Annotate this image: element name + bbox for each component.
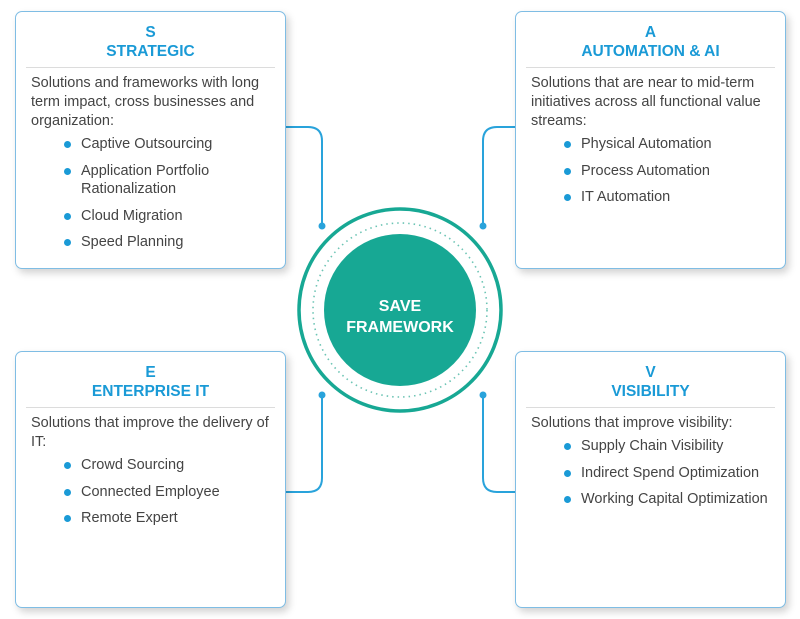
card-item-list: Physical Automation Process Automation I… (516, 135, 785, 207)
card-enterprise-it: E ENTERPRISE IT Solutions that improve t… (15, 351, 286, 608)
card-title: STRATEGIC (106, 43, 195, 60)
bullet-icon (64, 515, 71, 522)
card-letter: V (645, 364, 656, 381)
list-item: Application Portfolio Rationalization (64, 162, 285, 199)
list-item-label: Application Portfolio Rationalization (81, 162, 210, 198)
bullet-icon (564, 194, 571, 201)
list-item-label: Indirect Spend Optimization (581, 464, 760, 481)
card-description: Solutions and frameworks with long term … (31, 75, 260, 129)
card-strategic: S STRATEGIC Solutions and frameworks wit… (15, 11, 286, 269)
bullet-icon (64, 141, 71, 148)
bullet-icon (64, 212, 71, 220)
bullet-icon (564, 443, 571, 450)
list-item-label: Remote Expert (81, 510, 178, 526)
connector-strategic (286, 126, 323, 226)
bullet-icon (564, 167, 571, 175)
list-item-label: Crowd Sourcing (81, 457, 185, 473)
card-header: E ENTERPRISE IT (26, 352, 275, 408)
bullet-icon (64, 488, 71, 496)
bullet-icon (64, 239, 71, 246)
card-automation: A AUTOMATION & AI Solutions that are nea… (515, 11, 786, 269)
connector-dot-enterprise (318, 391, 326, 399)
list-item-label: Supply Chain Visibility (581, 438, 724, 454)
list-item-label: Process Automation (581, 162, 710, 179)
center-label: SAVE FRAMEWORK (325, 249, 475, 384)
list-item-label: IT Automation (581, 189, 671, 205)
list-item: Captive Outsourcing (64, 135, 285, 154)
bullet-icon (564, 141, 571, 148)
bullet-icon (564, 469, 571, 477)
connector-automation (482, 126, 515, 226)
bullet-icon (564, 496, 571, 503)
list-item-label: Speed Planning (81, 234, 184, 250)
list-item: IT Automation (564, 188, 785, 207)
connector-dot-visibility (479, 391, 487, 399)
connector-dot-automation (479, 222, 487, 230)
list-item: Speed Planning (64, 233, 285, 252)
list-item: Connected Employee (64, 483, 285, 502)
list-item-label: Captive Outsourcing (81, 136, 213, 152)
center-label-line2: FRAMEWORK (346, 318, 454, 336)
bullet-icon (64, 462, 71, 469)
dotted-ring (312, 222, 488, 398)
list-item: Remote Expert (64, 509, 285, 528)
list-item-label: Physical Automation (581, 136, 712, 152)
list-item: Working Capital Optimization (564, 490, 785, 509)
card-header: V VISIBILITY (526, 352, 775, 408)
bullet-icon (64, 167, 71, 175)
card-description: Solutions that improve visibility: (531, 415, 733, 431)
card-title: VISIBILITY (611, 383, 690, 400)
list-item: Process Automation (564, 162, 785, 181)
card-item-list: Crowd Sourcing Connected Employee Remote… (16, 456, 285, 528)
connector-enterprise (286, 395, 323, 493)
card-visibility: V VISIBILITY Solutions that improve visi… (515, 351, 786, 608)
list-item: Indirect Spend Optimization (564, 464, 785, 483)
card-letter: E (145, 364, 156, 381)
list-item-label: Cloud Migration (81, 207, 183, 224)
list-item-label: Working Capital Optimization (581, 491, 768, 507)
center-label-line1: SAVE (378, 297, 422, 315)
card-title: AUTOMATION & AI (581, 43, 720, 60)
list-item: Cloud Migration (64, 207, 285, 226)
card-header: A AUTOMATION & AI (526, 12, 775, 68)
card-letter: A (644, 24, 657, 41)
card-letter: S (145, 24, 156, 41)
list-item-label: Connected Employee (81, 483, 220, 500)
card-item-list: Captive Outsourcing Application Portfoli… (16, 135, 285, 252)
card-item-list: Supply Chain Visibility Indirect Spend O… (516, 437, 785, 509)
card-title: ENTERPRISE IT (91, 383, 210, 400)
card-header: S STRATEGIC (26, 12, 275, 68)
list-item: Supply Chain Visibility (564, 437, 785, 456)
connector-visibility (482, 395, 515, 493)
card-description: Solutions that improve the delivery of I… (31, 415, 269, 450)
center-circle (324, 234, 476, 386)
card-description: Solutions that are near to mid-term init… (531, 75, 761, 129)
list-item: Crowd Sourcing (64, 456, 285, 475)
list-item: Physical Automation (564, 135, 785, 154)
connector-dot-strategic (318, 222, 326, 230)
